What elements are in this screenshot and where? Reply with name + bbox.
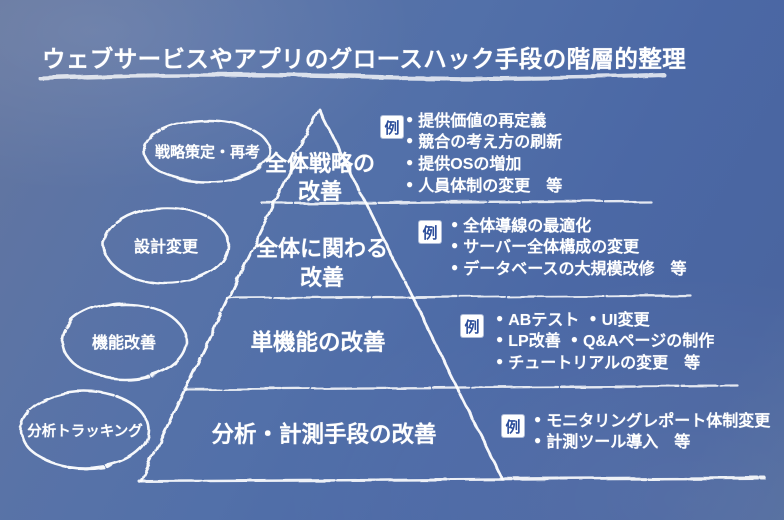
tag-oval-tracking — [19, 390, 151, 470]
example-text: サーバー全体構成の変更 — [463, 239, 640, 257]
bullet-icon: ● — [496, 310, 504, 325]
example-badge-3: 例 — [461, 315, 483, 337]
example-list-3: ● ABテスト ● UI変更 ● LP改善 ● Q&Aページの制作 ● チュートリアルの変… — [496, 307, 714, 372]
example-badge-2: 例 — [419, 221, 441, 243]
level-label-2-line-2: 改善 — [299, 265, 344, 290]
example-line: ● サーバー全体構成の変更 — [451, 233, 686, 257]
divider-line-2 — [225, 293, 692, 300]
level-label-1-line-1: 全体戦略の — [264, 151, 375, 176]
example-item: ● 提供価値の再定義 — [406, 107, 546, 131]
bullet-icon: ● — [589, 310, 597, 325]
example-item: ● 提供OSの増加 — [406, 150, 521, 174]
bullet-icon: ● — [406, 176, 414, 191]
example-item: ● モニタリングレポート体制変更 — [534, 407, 770, 431]
example-item: ● ABテスト — [496, 306, 579, 330]
example-text: LP改善 — [508, 333, 561, 351]
bullet-icon: ● — [406, 111, 414, 126]
pyramid-right-edge — [317, 107, 505, 482]
example-item: ● データベースの大規模改修 等 — [451, 255, 686, 279]
example-text: 計測ツール導入 等 — [546, 434, 691, 452]
example-text: データベースの大規模改修 等 — [463, 260, 687, 278]
bullet-icon: ● — [451, 216, 459, 231]
example-line: ● 全体導線の最適化 — [451, 213, 686, 235]
example-item: ● チュートリアルの変更 等 — [496, 349, 700, 373]
example-line: ● モニタリングレポート体制変更 — [534, 408, 770, 430]
divider-line-1 — [260, 199, 652, 205]
example-list-2: ● 全体導線の最適化 ● サーバー全体構成の変更 ● データベースの大規模改修 等 — [451, 213, 686, 278]
example-badge-4: 例 — [502, 415, 524, 437]
example-text: Q&Aページの制作 — [582, 333, 715, 351]
example-item: ● LP改善 — [496, 327, 561, 351]
level-label-2: 全体に関わる 改善 — [233, 234, 411, 292]
example-item: ● UI変更 — [589, 306, 649, 330]
example-item: ● 人員体制の変更 等 — [406, 172, 562, 196]
example-item: ● サーバー全体構成の変更 — [451, 233, 639, 257]
example-text: UI変更 — [601, 311, 650, 329]
bullet-icon: ● — [451, 238, 459, 253]
tag-oval-strategy — [142, 118, 272, 184]
example-item: ● 計測ツール導入 等 — [534, 428, 690, 452]
example-line: ● データベースの大規模改修 等 — [451, 256, 686, 278]
example-line: ● 提供OSの増加 — [406, 151, 562, 173]
example-text: 人員体制の変更 等 — [418, 177, 563, 195]
example-line: ● LP改善 ● Q&Aページの制作 — [496, 327, 715, 351]
example-line: ● 人員体制の変更 等 — [406, 173, 562, 195]
bullet-icon: ● — [496, 353, 504, 368]
example-line: ● 提供価値の再定義 — [406, 108, 562, 130]
example-text: 全体導線の最適化 — [463, 217, 592, 235]
level-label-4: 分析・計測手段の改善 — [211, 422, 437, 447]
example-text: チュートリアルの変更 等 — [508, 354, 701, 372]
level-label-2-line-1: 全体に関わる — [255, 236, 388, 261]
tag-label-function: 機能改善 — [91, 335, 156, 352]
level-label-1-line-2: 改善 — [297, 179, 342, 204]
bullet-icon: ● — [570, 332, 578, 347]
title-underline — [38, 73, 666, 81]
pyramid-left-edge — [139, 109, 320, 483]
tag-oval-function — [60, 301, 188, 381]
level-label-3: 単機能の改善 — [250, 330, 386, 355]
example-text: 競合の考え方の刷新 — [418, 134, 563, 152]
example-text: ABテスト — [508, 311, 580, 329]
example-text: 提供価値の再定義 — [418, 112, 547, 130]
bullet-icon: ● — [534, 411, 542, 426]
example-line: ● 競合の考え方の刷新 — [406, 128, 562, 152]
example-text: モニタリングレポート体制変更 — [546, 412, 771, 430]
page-title: ウェブサービスやアプリのグロースハック手段の階層的整理 — [42, 46, 687, 72]
example-text: 提供OSの増加 — [418, 155, 522, 173]
pyramid-base-line — [137, 476, 767, 483]
bullet-icon: ● — [534, 433, 542, 448]
example-item: ● 競合の考え方の刷新 — [406, 128, 562, 152]
bullet-icon: ● — [406, 154, 414, 169]
example-line: ● 計測ツール導入 等 — [534, 428, 770, 452]
example-line: ● チュートリアルの変更 等 — [496, 350, 714, 372]
bullet-icon: ● — [451, 259, 459, 274]
tag-oval-design — [102, 205, 230, 285]
tag-label-tracking: 分析トラッキング — [27, 423, 143, 440]
divider-line-3 — [182, 384, 740, 391]
example-item: ● Q&Aページの制作 — [571, 327, 715, 351]
level-label-1: 全体戦略の 改善 — [235, 150, 405, 206]
example-line: ● ABテスト ● UI変更 — [496, 307, 714, 329]
tag-label-strategy: 戦略策定・再考 — [154, 144, 260, 161]
bullet-icon: ● — [496, 332, 504, 347]
example-list-1: ● 提供価値の再定義 ● 競合の考え方の刷新 ● 提供OSの増加 ● 人員体制の変更 等 — [406, 108, 562, 195]
bullet-icon: ● — [406, 133, 414, 148]
example-list-4: ● モニタリングレポート体制変更 ● 計測ツール導入 等 — [534, 408, 770, 452]
example-item: ● 全体導線の最適化 — [451, 212, 591, 236]
tag-label-design: 設計変更 — [133, 239, 198, 256]
example-badge-1: 例 — [381, 116, 403, 138]
